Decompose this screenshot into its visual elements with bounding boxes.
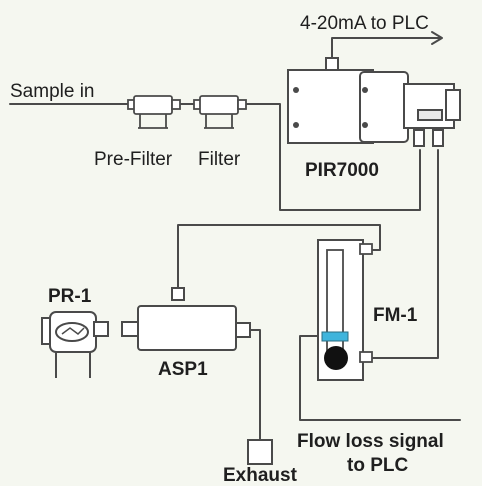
exhaust-label: Exhaust (223, 465, 297, 486)
plc-signal-arrow (431, 31, 443, 45)
analyzer-screw (362, 87, 368, 93)
analyzer-screw (362, 122, 368, 128)
flow-loss-signal-line (299, 335, 461, 421)
pre-filter (127, 95, 181, 129)
analyzer-to-flowmeter-line (371, 149, 439, 359)
filter-to-analyzer-line (237, 103, 421, 211)
flowmeter-ball (324, 346, 348, 370)
filter-label: Filter (198, 149, 241, 170)
filter (193, 95, 247, 129)
flow-loss-label-line2: to PLC (347, 455, 409, 476)
regulator-label: PR-1 (48, 286, 92, 307)
flowmeter (317, 239, 373, 381)
plc-signal-line (331, 37, 441, 61)
analyzer-screw (293, 122, 299, 128)
sample-pump (121, 287, 251, 351)
analyzer-label: PIR7000 (305, 160, 379, 181)
flowmeter-to-pump-line (177, 224, 381, 296)
plc-output-label: 4-20mA to PLC (300, 13, 429, 34)
analyzer-screw (293, 87, 299, 93)
pump-to-exhaust-line (247, 329, 261, 441)
flowmeter-float (321, 331, 349, 342)
sample-in-label: Sample in (10, 81, 95, 102)
flow-loss-label-line1: Flow loss signal (297, 431, 444, 452)
pre-filter-label: Pre-Filter (94, 149, 173, 170)
pressure-regulator (41, 311, 109, 378)
flowmeter-label: FM-1 (373, 305, 418, 326)
pump-label: ASP1 (158, 359, 208, 380)
analyzer-unit (287, 57, 461, 147)
exhaust-box (247, 439, 273, 465)
